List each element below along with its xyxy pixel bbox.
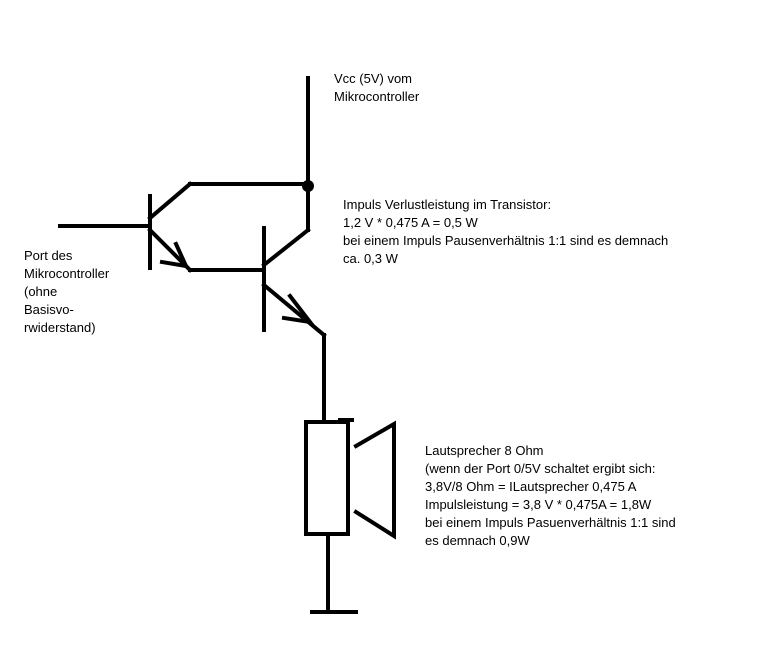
q2-collector-lead <box>261 227 311 268</box>
q2-emitter-arrow <box>281 293 315 325</box>
speaker-label-line: es demnach 0,9W <box>425 533 530 548</box>
transistor-loss-label: Impuls Verlustleistung im Transistor: 1,… <box>343 196 668 268</box>
transistor-label-line: bei einem Impuls Pausenverhältnis 1:1 si… <box>343 233 669 248</box>
vcc-label-line: Vcc (5V) vom <box>334 71 413 86</box>
transistor-label-line: 1,2 V * 0,475 A = 0,5 W <box>343 215 478 230</box>
transistor-label-line: Impuls Verlustleistung im Transistor: <box>343 197 552 212</box>
speaker-body <box>304 420 350 536</box>
speaker-label-line: bei einem Impuls Pasuenverhältnis 1:1 si… <box>425 515 676 530</box>
speaker-label-line: 3,8V/8 Ohm = ILautsprecher 0,475 A <box>425 479 637 494</box>
vcc-label: Vcc (5V) vom Mikrocontroller <box>334 70 419 106</box>
speaker-cone <box>353 420 396 540</box>
port-label-line: Basisvo- <box>24 302 74 317</box>
port-label-line: rwiderstand) <box>24 320 96 335</box>
port-label-line: (ohne <box>24 284 58 299</box>
speaker-label-line: (wenn der Port 0/5V schaltet ergibt sich… <box>425 461 656 476</box>
vcc-label-line: Mikrocontroller <box>334 89 420 104</box>
port-label-line: Mikrocontroller <box>24 266 110 281</box>
port-label: Port des Mikrocontroller (ohne Basisvo- … <box>24 247 109 337</box>
q2-emitter-lead <box>261 282 327 338</box>
port-label-line: Port des <box>24 248 73 263</box>
speaker-label-line: Impulsleistung = 3,8 V * 0,475A = 1,8W <box>425 497 652 512</box>
transistor-label-line: ca. 0,3 W <box>343 251 398 266</box>
q1-emitter-arrow <box>159 241 190 269</box>
speaker-label: Lautsprecher 8 Ohm (wenn der Port 0/5V s… <box>425 442 676 550</box>
speaker-label-line: Lautsprecher 8 Ohm <box>425 443 544 458</box>
q1-collector-lead <box>147 181 193 221</box>
